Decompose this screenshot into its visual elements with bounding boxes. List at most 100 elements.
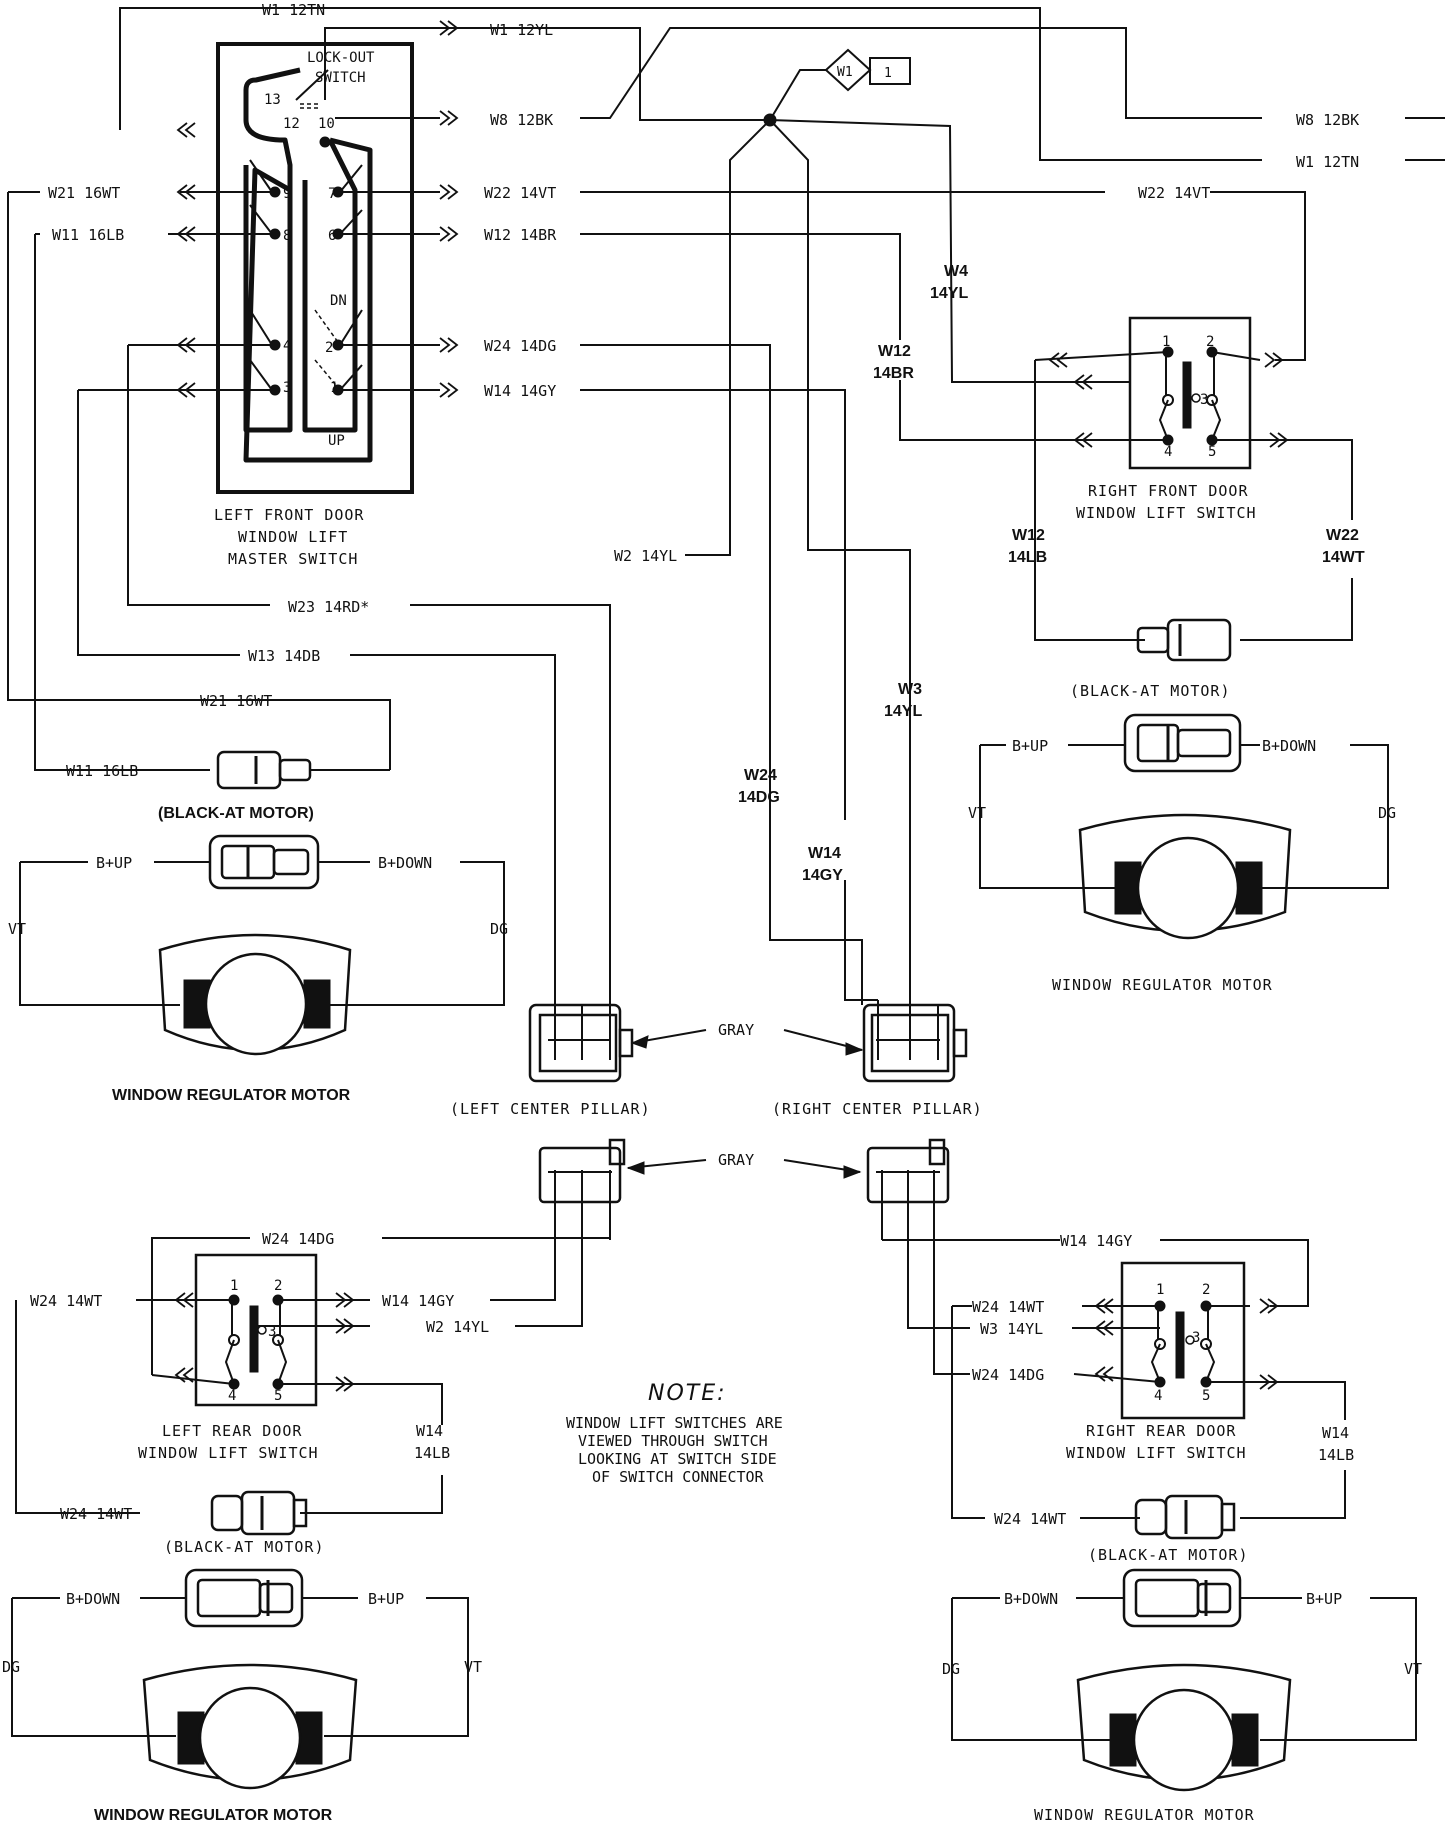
- right-center-pillar: (RIGHT CENTER PILLAR): [772, 1100, 983, 1118]
- right-center-pillar-connector: (RIGHT CENTER PILLAR): [772, 1000, 983, 1118]
- lr-motor-left: DG: [2, 1658, 20, 1676]
- left-front-master-switch: LOCK-OUT SWITCH 13 12 10 9 7 8 6 4 2 3 1…: [214, 42, 414, 568]
- lr-label-w24-14wt: W24 14WT: [30, 1292, 102, 1310]
- wire-w2-leg: [685, 119, 771, 556]
- note-line-2: VIEWED THROUGH SWITCH: [578, 1432, 768, 1450]
- wire-w3-leg: [769, 119, 911, 1000]
- rr-label-w24-14dg: W24 14DG: [972, 1366, 1044, 1384]
- rr-label-w14: W14: [1322, 1424, 1349, 1442]
- rr-label-w24-14wt: W24 14WT: [972, 1298, 1044, 1316]
- lr-caption-2: WINDOW LIFT SWITCH: [138, 1444, 319, 1462]
- label-w21-16wt-lower: W21 16WT: [200, 692, 272, 710]
- rr-label-w24-14wt-motor: W24 14WT: [994, 1510, 1066, 1528]
- label-w13-14db: W13 14DB: [248, 647, 320, 665]
- pin-10: 10: [318, 116, 335, 132]
- label-w11-16lb: W11 16LB: [52, 226, 124, 244]
- lf-window-regulator-motor: B+UP B+DOWN VT DG WINDOW REGULATOR MOTOR: [8, 834, 508, 1104]
- pin-4: 4: [283, 338, 291, 354]
- rr-pin-5: 5: [1202, 1388, 1210, 1404]
- wire-w1-12tn: [119, 7, 1262, 161]
- wire-w8-12bk: [335, 27, 1262, 119]
- dn-label: DN: [330, 293, 347, 309]
- lr-pin-2: 2: [274, 1278, 282, 1294]
- lr-black-at-motor: (BLACK-AT MOTOR): [164, 1538, 325, 1556]
- splice-lead: [769, 69, 826, 121]
- up-label: UP: [328, 433, 345, 449]
- label-w12: W12: [878, 343, 911, 360]
- rf-window-regulator-motor: B+UP B+DOWN VT DG WINDOW REGULATOR MOTOR: [968, 713, 1396, 994]
- master-caption-2: WINDOW LIFT: [238, 528, 348, 546]
- rr-black-at-motor: (BLACK-AT MOTOR): [1088, 1546, 1249, 1564]
- note-line-4: OF SWITCH CONNECTOR: [592, 1468, 765, 1486]
- rr-label-w14-14gy: W14 14GY: [1060, 1232, 1132, 1250]
- lockout-label-1: LOCK-OUT: [307, 50, 375, 66]
- right-front-switch: 1 2 3 4 5 RIGHT FRONT DOOR WINDOW LIFT S…: [1008, 316, 1365, 641]
- label-w23-14rd: W23 14RD*: [288, 598, 369, 616]
- rr-pin-4: 4: [1154, 1388, 1162, 1404]
- left-center-pillar: (LEFT CENTER PILLAR): [450, 1100, 651, 1118]
- label-w12-color: 14BR: [873, 365, 914, 382]
- lr-label-w24-14wt-motor: W24 14WT: [60, 1505, 132, 1523]
- label-w4: W4: [944, 263, 968, 280]
- rf-pin-3: 3: [1200, 392, 1208, 408]
- lf-motor-down: B+DOWN: [378, 854, 432, 872]
- label-w1-12yl: W1 12YL: [490, 21, 553, 39]
- rr-window-regulator-motor: B+DOWN B+UP DG VT WINDOW REGULATOR MOTOR: [942, 1568, 1422, 1824]
- lr-pin-4: 4: [228, 1388, 236, 1404]
- right-rear-wiring: W14 14GY W24 14WT W3 14YL W24 14DG W14 1…: [882, 1232, 1354, 1528]
- lr-motor-right: VT: [464, 1658, 482, 1676]
- label-w24-vert: W24: [744, 767, 777, 784]
- lr-pin-1: 1: [230, 1278, 238, 1294]
- lockout-label-2: SWITCH: [315, 70, 366, 86]
- note-line-3: LOOKING AT SWITCH SIDE: [578, 1450, 777, 1468]
- label-w4-color: 14YL: [930, 285, 968, 302]
- pin-6: 6: [328, 228, 336, 244]
- rf-caption-2: WINDOW LIFT SWITCH: [1076, 504, 1257, 522]
- pin-3: 3: [283, 380, 291, 396]
- rf-black-at-motor-connector: (BLACK-AT MOTOR): [1070, 618, 1232, 700]
- lr-pin-5: 5: [274, 1388, 282, 1404]
- pin-8: 8: [283, 228, 291, 244]
- label-w1-12tn-right: W1 12TN: [1296, 153, 1359, 171]
- lr-label-w14: W14: [416, 1422, 443, 1440]
- lr-label-w2-14yl: W2 14YL: [426, 1318, 489, 1336]
- label-w14-14gy: W14 14GY: [484, 382, 556, 400]
- lf-black-at-motor-connector: (BLACK-AT MOTOR): [158, 750, 390, 822]
- label-w14-vert-color: 14GY: [802, 867, 843, 884]
- label-w12-lb: W12: [1012, 527, 1045, 544]
- lr-motor-down: B+DOWN: [66, 1590, 120, 1608]
- label-w24-vert-color: 14DG: [738, 789, 780, 806]
- label-w14-vert: W14: [808, 845, 841, 862]
- note-line-1: WINDOW LIFT SWITCHES ARE: [566, 1414, 783, 1432]
- pin-12: 12: [283, 116, 300, 132]
- lf-motor-left: VT: [8, 920, 26, 938]
- label-w11-16lb-lower: W11 16LB: [66, 762, 138, 780]
- rf-pin-4: 4: [1164, 444, 1172, 460]
- label-w2-14yl: W2 14YL: [614, 547, 677, 565]
- rr-motor-left: DG: [942, 1660, 960, 1678]
- pin-7: 7: [328, 186, 336, 202]
- rf-pin-5: 5: [1208, 444, 1216, 460]
- note-title: NOTE:: [648, 1381, 727, 1406]
- label-w1-12tn: W1 12TN: [262, 1, 325, 19]
- rf-black-at-motor: (BLACK-AT MOTOR): [1070, 682, 1231, 700]
- label-w8-12bk: W8 12BK: [490, 111, 553, 129]
- label-w22-wt: W22: [1326, 527, 1359, 544]
- rf-motor-up: B+UP: [1012, 737, 1048, 755]
- wire-w4: [769, 119, 1096, 383]
- rr-caption-1: RIGHT REAR DOOR: [1086, 1422, 1236, 1440]
- rf-caption-1: RIGHT FRONT DOOR: [1088, 482, 1249, 500]
- left-top-labels: W1 12TN W1 12YL W8 12BK W8 12BK W1 12TN …: [48, 1, 1359, 884]
- splice-w1: W1 1: [763, 48, 911, 127]
- pin-13: 13: [264, 92, 281, 108]
- rr-motor-caption: WINDOW REGULATOR MOTOR: [1034, 1806, 1255, 1824]
- rr-black-at-motor-connector: (BLACK-AT MOTOR): [1088, 1494, 1249, 1564]
- rr-motor-down: B+DOWN: [1004, 1590, 1058, 1608]
- label-w22-14vt: W22 14VT: [484, 184, 556, 202]
- lf-motor-up: B+UP: [96, 854, 132, 872]
- rr-caption-2: WINDOW LIFT SWITCH: [1066, 1444, 1247, 1462]
- pin-1: 1: [330, 380, 338, 396]
- rr-pin-2: 2: [1202, 1282, 1210, 1298]
